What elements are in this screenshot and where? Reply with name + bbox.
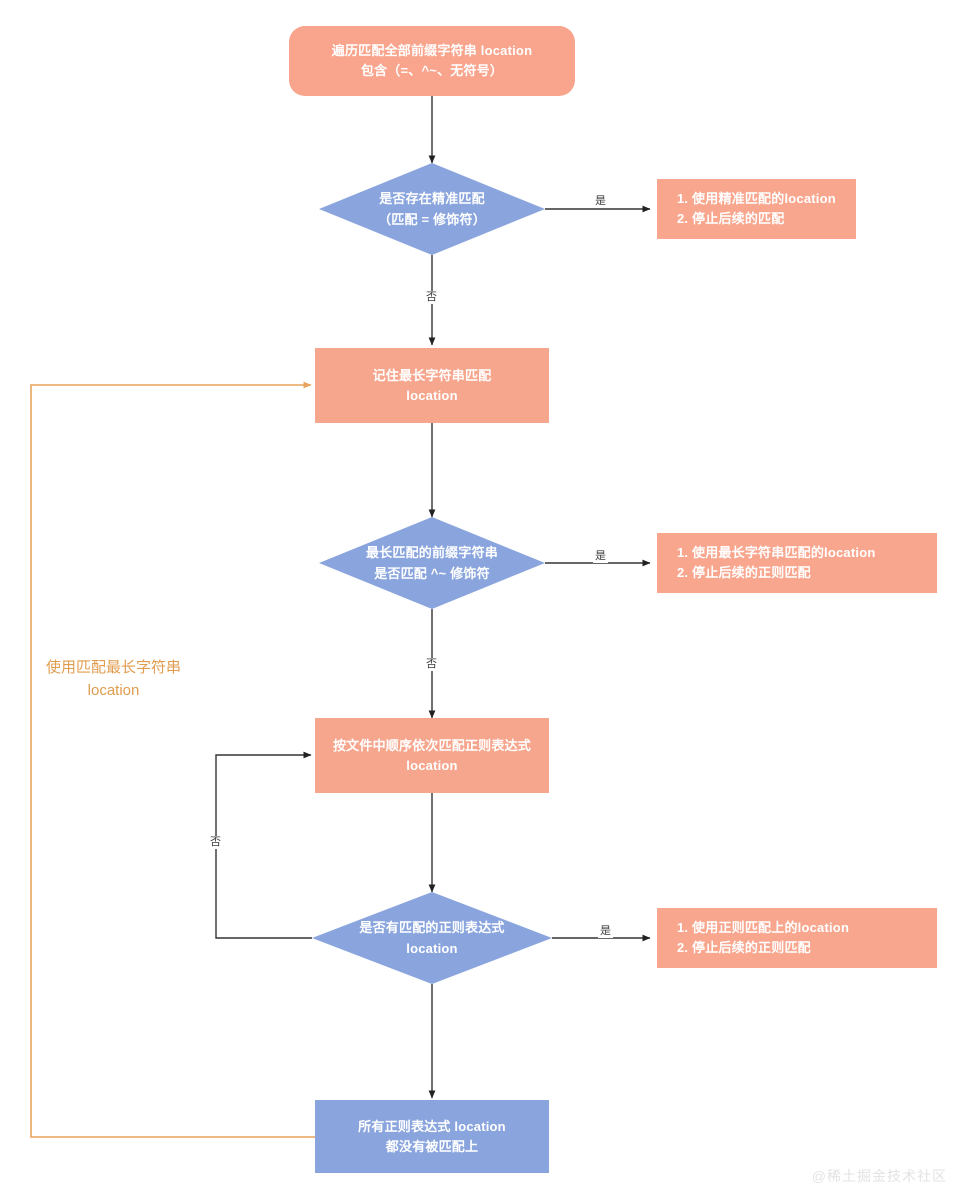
edge-decision3-no-loop: [215, 751, 312, 939]
edge-label-decision1-no: 否: [424, 291, 439, 304]
node-result-longest-prefix[interactable]: 1. 使用最长字符串匹配的location 2. 停止后续的正则匹配: [657, 533, 937, 593]
watermark: @稀土掘金技术社区: [811, 1168, 947, 1184]
node-decision-caret-tilde-label: 最长匹配的前缀字符串 是否匹配 ^~ 修饰符: [365, 545, 498, 581]
node-start-label: 遍历匹配全部前缀字符串 location 包含（=、^~、无符号）: [331, 43, 533, 78]
node-decision-regex-matched-label: 是否有匹配的正则表达式 location: [359, 920, 505, 956]
edge-label-decision3-no: 否: [208, 836, 223, 849]
node-no-regex-matched[interactable]: 所有正则表达式 location 都没有被匹配上: [315, 1100, 549, 1173]
node-result-exact-match[interactable]: 1. 使用精准匹配的location 2. 停止后续的匹配: [657, 179, 856, 239]
edge-label-decision2-no: 否: [424, 658, 439, 671]
node-decision-regex-matched[interactable]: 是否有匹配的正则表达式 location: [312, 892, 552, 984]
node-remember-longest-prefix-label: 记住最长字符串匹配 location: [372, 367, 492, 403]
node-start[interactable]: 遍历匹配全部前缀字符串 location 包含（=、^~、无符号）: [289, 26, 575, 96]
node-match-regex-in-order[interactable]: 按文件中顺序依次匹配正则表达式 location: [315, 718, 549, 793]
edge-end-to-process1-loop: [30, 381, 315, 1138]
node-no-regex-matched-label: 所有正则表达式 location 都没有被匹配上: [358, 1118, 506, 1154]
node-result-regex-match-label: 1. 使用正则匹配上的location 2. 停止后续的正则匹配: [677, 920, 850, 955]
node-decision-exact-match-label: 是否存在精准匹配 （匹配 = 修饰符）: [378, 191, 486, 227]
loop-label-longest-string: 使用匹配最长字符串 location: [45, 659, 181, 699]
node-remember-longest-prefix[interactable]: 记住最长字符串匹配 location: [315, 348, 549, 423]
node-decision-exact-match[interactable]: 是否存在精准匹配 （匹配 = 修饰符）: [319, 163, 545, 255]
node-decision-caret-tilde[interactable]: 最长匹配的前缀字符串 是否匹配 ^~ 修饰符: [319, 517, 545, 609]
node-result-longest-prefix-label: 1. 使用最长字符串匹配的location 2. 停止后续的正则匹配: [677, 545, 876, 580]
edge-label-decision2-yes: 是: [593, 550, 608, 563]
edge-label-decision1-yes: 是: [593, 195, 608, 208]
edge-label-decision3-yes: 是: [598, 925, 613, 938]
node-result-regex-match[interactable]: 1. 使用正则匹配上的location 2. 停止后续的正则匹配: [657, 908, 937, 968]
node-match-regex-in-order-label: 按文件中顺序依次匹配正则表达式 location: [332, 737, 531, 773]
node-result-exact-match-label: 1. 使用精准匹配的location 2. 停止后续的匹配: [677, 191, 836, 226]
